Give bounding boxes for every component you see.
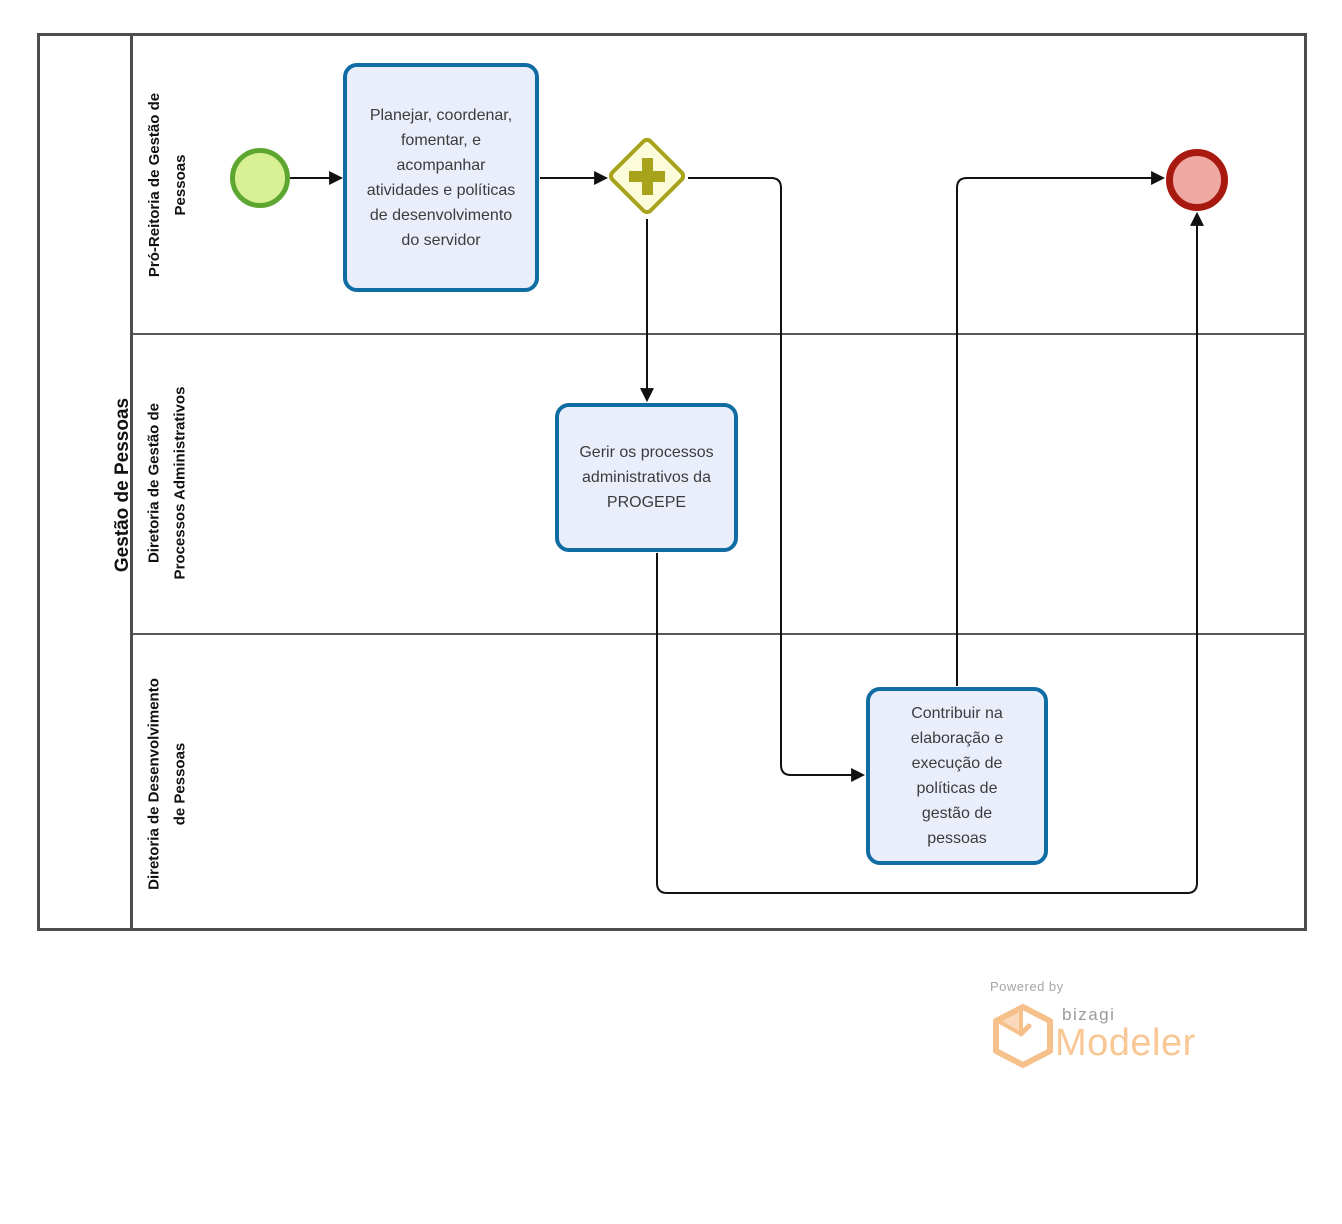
plus-icon xyxy=(642,158,653,195)
lane-label-desenvolvimento: Diretoria de Desenvolvimento de Pessoas xyxy=(145,678,189,890)
start-event[interactable] xyxy=(230,148,290,208)
task-label: Planejar, coordenar, fomentar, e acompan… xyxy=(366,106,516,249)
lane-divider xyxy=(133,333,1304,335)
powered-by-text: Powered by xyxy=(990,979,1064,994)
lane-label-pro-reitoria: Pró-Reitoria de Gestão de Pessoas xyxy=(146,92,189,278)
bizagi-wordmark: bizagi xyxy=(1062,1005,1116,1024)
end-event[interactable] xyxy=(1166,149,1228,211)
task-contribuir[interactable]: Contribuir na elaboração e execução de p… xyxy=(866,687,1048,865)
lane-label-gestao-processos: Diretoria de Gestão de Processos Adminis… xyxy=(145,386,189,580)
task-gerir[interactable]: Gerir os processos administrativos da PR… xyxy=(555,403,738,552)
lane-divider xyxy=(133,633,1304,635)
task-planejar[interactable]: Planejar, coordenar, fomentar, e acompan… xyxy=(343,63,539,292)
bizagi-hexagon-icon xyxy=(993,1004,1053,1068)
bizagi-footer: Powered by bizagi Modeler xyxy=(985,978,1255,1078)
modeler-wordmark: Modeler xyxy=(1055,1022,1196,1064)
pool-title: Gestão de Pessoas xyxy=(112,397,133,573)
task-label: Gerir os processos administrativos da PR… xyxy=(579,444,714,511)
task-label: Contribuir na elaboração e execução de p… xyxy=(910,705,1004,847)
pool-label-band: Gestão de Pessoas xyxy=(40,36,133,928)
